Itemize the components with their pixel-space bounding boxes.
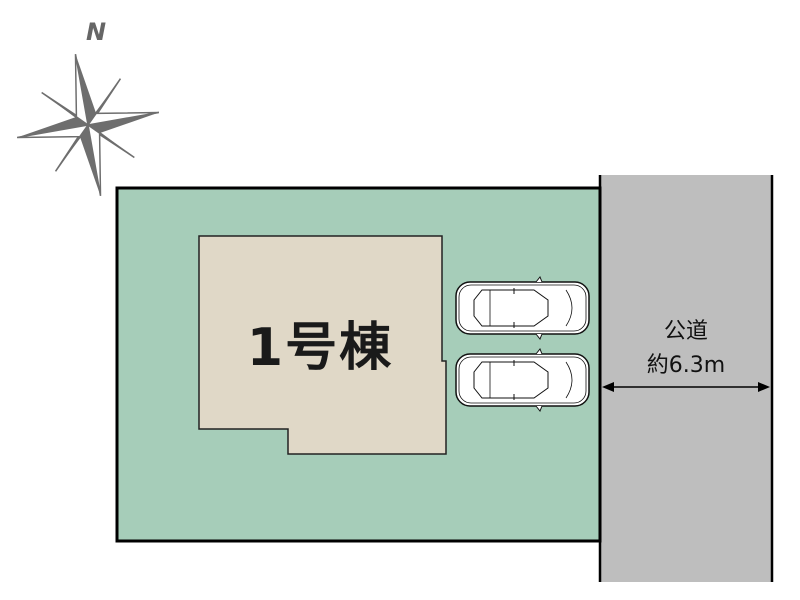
dimension-arrow [602,382,770,392]
road-name: 公道 [663,319,708,344]
north-label: N [86,18,107,46]
car-icon [455,276,590,340]
compass-rose-icon [16,53,160,197]
road-width-label: 約6.3m [646,353,726,378]
road-area [600,175,772,582]
car-icon [455,348,590,412]
building-label: 1号棟 [246,318,394,378]
building-footprint [198,235,447,455]
